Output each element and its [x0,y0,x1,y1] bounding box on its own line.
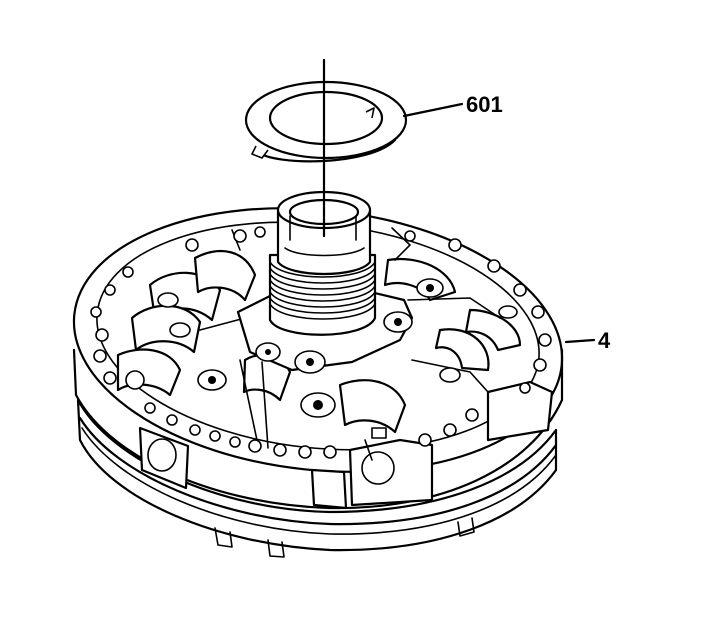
stator-shaft [268,190,377,336]
pump-seam-band-2 [81,427,557,535]
web-line-5 [411,359,489,393]
web-line-6 [364,439,373,461]
cavity-right-2 [464,308,522,352]
seal-ring-tab-right [365,107,375,119]
flange-bolt-holes [90,226,552,459]
pump-seam-band [78,416,558,526]
callout-4: 4 [598,328,611,353]
left-boss-bore [147,438,177,472]
top-surface-bosses [157,278,518,439]
cavity-left-2 [130,304,202,354]
seal-ring-inner [268,90,384,146]
leader-line-4 [564,338,596,344]
web-line-2 [261,361,269,449]
web-line-1 [239,359,259,446]
mid-boss-block [310,468,348,510]
web-line-7 [391,227,411,261]
callout-601: 601 [466,92,503,117]
seal-ring-tab [251,145,269,159]
cavity-front-1 [338,379,407,434]
pump-flange-side [72,348,564,510]
base-notch-left [214,527,233,548]
cavity-mid-left [193,249,257,302]
cavity-right-3 [434,328,490,372]
base-notch-mid [267,539,285,558]
web-line-4 [407,297,501,319]
base-notch-right [457,517,475,537]
pump-base-skirt [76,398,558,552]
leader-line-601 [402,102,464,118]
front-boss-bore [361,451,395,485]
seal-ring [244,80,408,163]
